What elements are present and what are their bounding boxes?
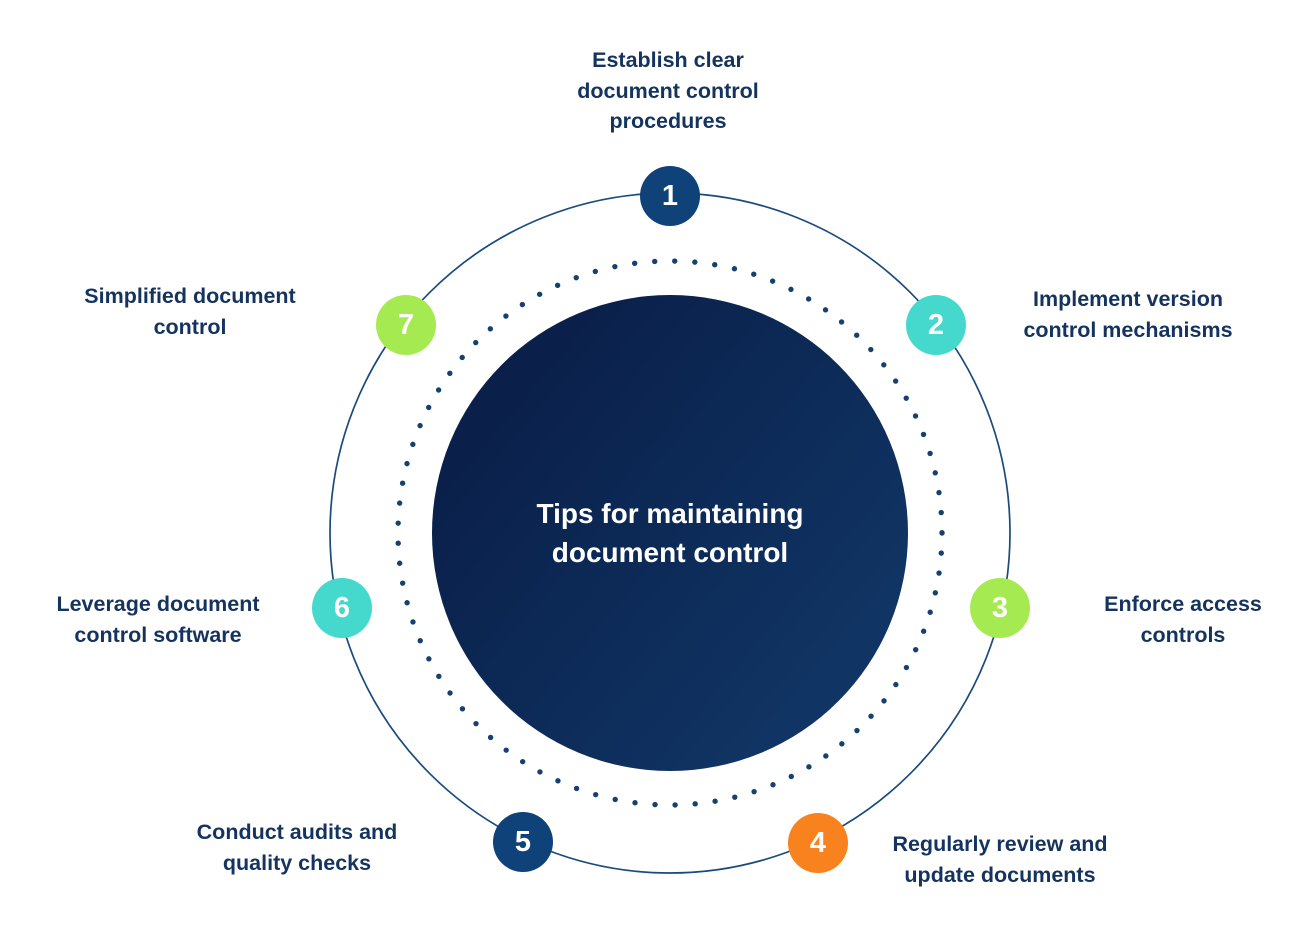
step-number-4: 4: [809, 826, 827, 859]
step-badge-2: 2: [906, 295, 966, 355]
step-label-1: Establish clear document control procedu…: [577, 48, 759, 134]
step-label-4: Regularly review and update documents: [892, 832, 1108, 887]
step-badge-1: 1: [640, 166, 700, 226]
diagram-title: Tips for maintaining document control: [536, 497, 804, 568]
step-label-6: Leverage document control software: [56, 592, 260, 647]
step-badge-4: 4: [788, 813, 848, 873]
step-badge-6: 6: [312, 578, 372, 638]
step-number-7: 7: [397, 308, 415, 341]
step-number-6: 6: [333, 591, 351, 624]
step-label-7: Simplified document control: [84, 284, 296, 339]
step-badge-5: 5: [493, 812, 553, 872]
step-number-3: 3: [991, 591, 1009, 624]
step-number-1: 1: [661, 179, 679, 212]
center-circle: Tips for maintaining document control: [432, 295, 908, 771]
step-number-2: 2: [927, 308, 945, 341]
step-label-3: Enforce access controls: [1104, 592, 1262, 647]
step-number-5: 5: [514, 825, 532, 858]
step-badge-7: 7: [376, 295, 436, 355]
step-badge-3: 3: [970, 578, 1030, 638]
step-label-2: Implement version control mechanisms: [1023, 287, 1233, 342]
dotted-ring: [395, 258, 945, 808]
step-label-5: Conduct audits and quality checks: [196, 820, 398, 875]
